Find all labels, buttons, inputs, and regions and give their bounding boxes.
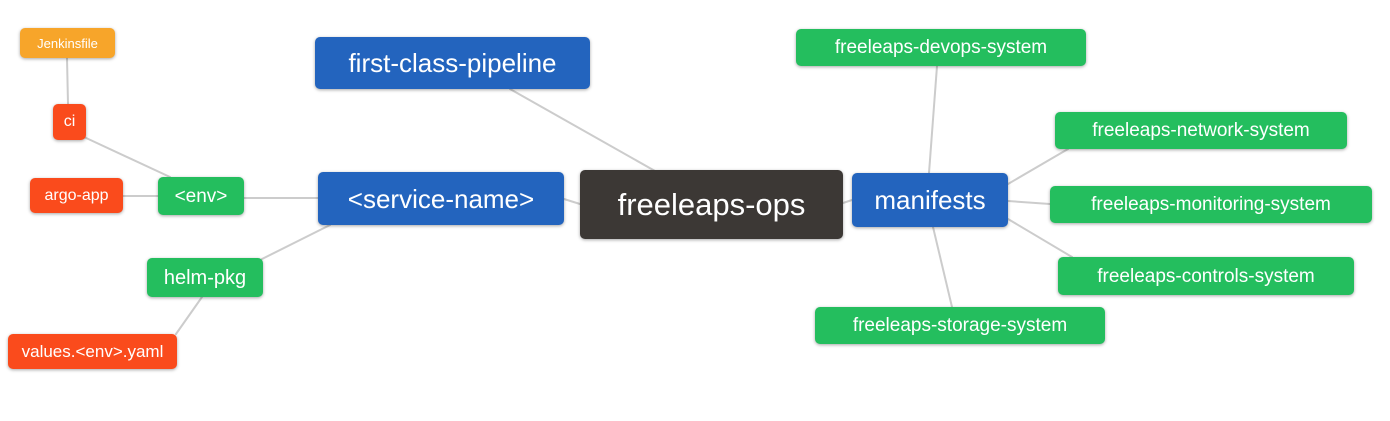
edge-manifests-to-devops-system (928, 65, 938, 174)
mindmap-node-storage-system[interactable]: freeleaps-storage-system (815, 307, 1105, 344)
node-label-jenkinsfile: Jenkinsfile (37, 35, 98, 51)
mindmap-node-monitoring-system[interactable]: freeleaps-monitoring-system (1050, 186, 1372, 223)
mindmap-node-first-class-pipeline[interactable]: first-class-pipeline (315, 37, 590, 89)
node-label-controls-system: freeleaps-controls-system (1097, 265, 1315, 287)
edge-jenkinsfile-to-ci (66, 57, 69, 105)
mindmap-node-ci[interactable]: ci (53, 104, 86, 140)
node-label-manifests: manifests (874, 185, 986, 215)
edge-helm-pkg-to-service-name (261, 224, 331, 260)
node-label-service-name: <service-name> (347, 183, 535, 214)
edge-manifests-to-controls-system (1007, 218, 1073, 258)
node-label-helm-pkg: helm-pkg (163, 266, 247, 289)
mindmap-node-network-system[interactable]: freeleaps-network-system (1055, 112, 1347, 149)
mindmap-node-values-env-yaml[interactable]: values.<env>.yaml (8, 334, 177, 369)
edge-service-name-to-freeleaps-ops (563, 198, 581, 205)
node-label-monitoring-system: freeleaps-monitoring-system (1091, 194, 1331, 215)
edge-manifests-to-storage-system (932, 226, 953, 308)
node-label-freeleaps-ops: freeleaps-ops (617, 187, 806, 222)
node-label-storage-system: freeleaps-storage-system (852, 315, 1068, 336)
node-label-argo-app: argo-app (44, 186, 109, 204)
edge-freeleaps-ops-to-manifests (842, 199, 853, 204)
edge-first-class-pipeline-to-freeleaps-ops (509, 88, 656, 172)
node-label-env: <env> (174, 185, 228, 207)
edge-values-env-yaml-to-helm-pkg (175, 296, 203, 335)
edge-manifests-to-network-system (1007, 148, 1069, 185)
mindmap-node-freeleaps-ops[interactable]: freeleaps-ops (580, 170, 843, 239)
node-label-network-system: freeleaps-network-system (1092, 120, 1310, 141)
edge-manifests-to-monitoring-system (1007, 200, 1051, 205)
node-label-ci: ci (63, 113, 76, 130)
mindmap-node-service-name[interactable]: <service-name> (318, 172, 564, 225)
node-label-devops-system: freeleaps-devops-system (834, 37, 1048, 58)
mindmap-node-controls-system[interactable]: freeleaps-controls-system (1058, 257, 1354, 295)
mindmap-node-manifests[interactable]: manifests (852, 173, 1008, 227)
edge-ci-to-env (83, 136, 171, 178)
mindmap-node-env[interactable]: <env> (158, 177, 244, 215)
mindmap-node-argo-app[interactable]: argo-app (30, 178, 123, 213)
mindmap-node-jenkinsfile[interactable]: Jenkinsfile (20, 28, 115, 58)
mindmap-node-devops-system[interactable]: freeleaps-devops-system (796, 29, 1086, 66)
mindmap-node-helm-pkg[interactable]: helm-pkg (147, 258, 263, 297)
node-label-first-class-pipeline: first-class-pipeline (348, 48, 557, 78)
node-label-values-env-yaml: values.<env>.yaml (21, 342, 164, 361)
